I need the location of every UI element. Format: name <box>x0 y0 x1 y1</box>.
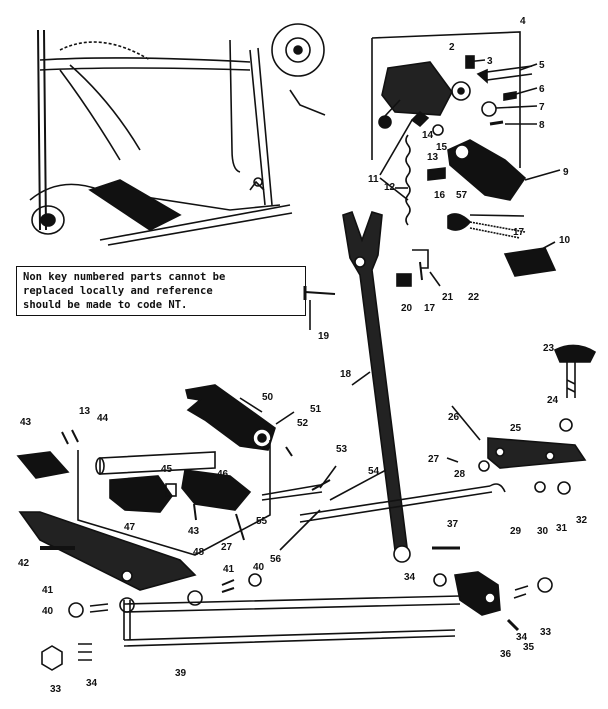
callout-17-upper: 17 <box>513 227 525 238</box>
callout-13-upper: 13 <box>427 152 439 163</box>
callout-43-left: 43 <box>20 417 32 428</box>
callout-20: 20 <box>401 303 413 314</box>
callout-54: 54 <box>368 466 380 477</box>
assembly-box-lower <box>77 440 271 556</box>
callout-32: 32 <box>576 515 588 526</box>
callout-6: 6 <box>539 84 545 95</box>
callout-40-right: 40 <box>253 562 265 573</box>
callout-18: 18 <box>340 369 352 380</box>
callout-17-lower: 17 <box>424 303 436 314</box>
callout-11: 11 <box>368 174 379 185</box>
callout-19: 19 <box>318 331 330 342</box>
callout-9: 9 <box>563 167 569 178</box>
callout-56: 56 <box>270 554 282 565</box>
callout-57: 57 <box>456 190 468 201</box>
callout-30: 30 <box>537 526 549 537</box>
callout-12: 12 <box>384 182 396 193</box>
callout-50: 50 <box>262 392 274 403</box>
callout-27-right: 27 <box>428 454 440 465</box>
callout-28: 28 <box>454 469 466 480</box>
callout-15: 15 <box>436 142 448 153</box>
callout-23: 23 <box>543 343 555 354</box>
callout-55: 55 <box>256 516 268 527</box>
note-line-1: Non key numbered parts cannot be <box>23 271 226 283</box>
callout-52: 52 <box>297 418 309 429</box>
callout-labels: 2 3 4 5 6 7 8 9 10 11 12 13 14 15 16 57 … <box>18 16 588 695</box>
bracket-assembly <box>378 61 453 129</box>
callout-44: 44 <box>97 413 109 424</box>
callout-33-left: 33 <box>50 684 62 695</box>
note-line-3: should be made to code NT. <box>23 299 188 311</box>
callout-48: 48 <box>193 547 205 558</box>
callout-40-left: 40 <box>42 606 54 617</box>
callout-10: 10 <box>559 235 571 246</box>
callout-39: 39 <box>175 668 187 679</box>
fork-arm <box>185 384 276 451</box>
callout-51: 51 <box>310 404 322 415</box>
callout-46: 46 <box>217 469 229 480</box>
long-link-rod <box>119 590 461 647</box>
machine-head-illustration <box>29 23 326 246</box>
callout-41-left: 41 <box>42 585 54 596</box>
callout-42: 42 <box>18 558 30 569</box>
callout-16: 16 <box>434 190 446 201</box>
callout-31: 31 <box>556 523 568 534</box>
callout-7: 7 <box>539 102 545 113</box>
note-line-2: replaced locally and reference <box>23 285 213 297</box>
callout-5: 5 <box>539 60 545 71</box>
callout-21: 21 <box>442 292 454 303</box>
callout-34-center: 34 <box>404 572 416 583</box>
callout-13-lower: 13 <box>79 406 91 417</box>
callout-37: 37 <box>447 519 459 530</box>
callout-45: 45 <box>161 464 173 475</box>
callout-47: 47 <box>124 522 136 533</box>
callout-8: 8 <box>539 120 545 131</box>
callout-34-right: 34 <box>516 632 528 643</box>
callout-14: 14 <box>422 130 434 141</box>
callout-43-center: 43 <box>188 526 200 537</box>
callout-34-left: 34 <box>86 678 98 689</box>
callout-25: 25 <box>510 423 522 434</box>
callout-24: 24 <box>547 395 559 406</box>
reference-note-box: Non key numbered parts cannot be replace… <box>16 266 306 316</box>
callout-22: 22 <box>468 292 480 303</box>
callout-2: 2 <box>449 42 455 53</box>
callout-53: 53 <box>336 444 348 455</box>
callout-35: 35 <box>523 642 535 653</box>
callout-3: 3 <box>487 56 493 67</box>
long-lever-arm <box>342 210 411 563</box>
foot-lever <box>18 511 197 591</box>
callout-41-right: 41 <box>223 564 235 575</box>
callout-33-right: 33 <box>540 627 552 638</box>
callout-29: 29 <box>510 526 522 537</box>
callout-26: 26 <box>448 412 460 423</box>
callout-27-left: 27 <box>221 542 233 553</box>
assembly-box-upper <box>371 31 521 168</box>
callout-4: 4 <box>520 16 526 27</box>
callout-36: 36 <box>500 649 512 660</box>
